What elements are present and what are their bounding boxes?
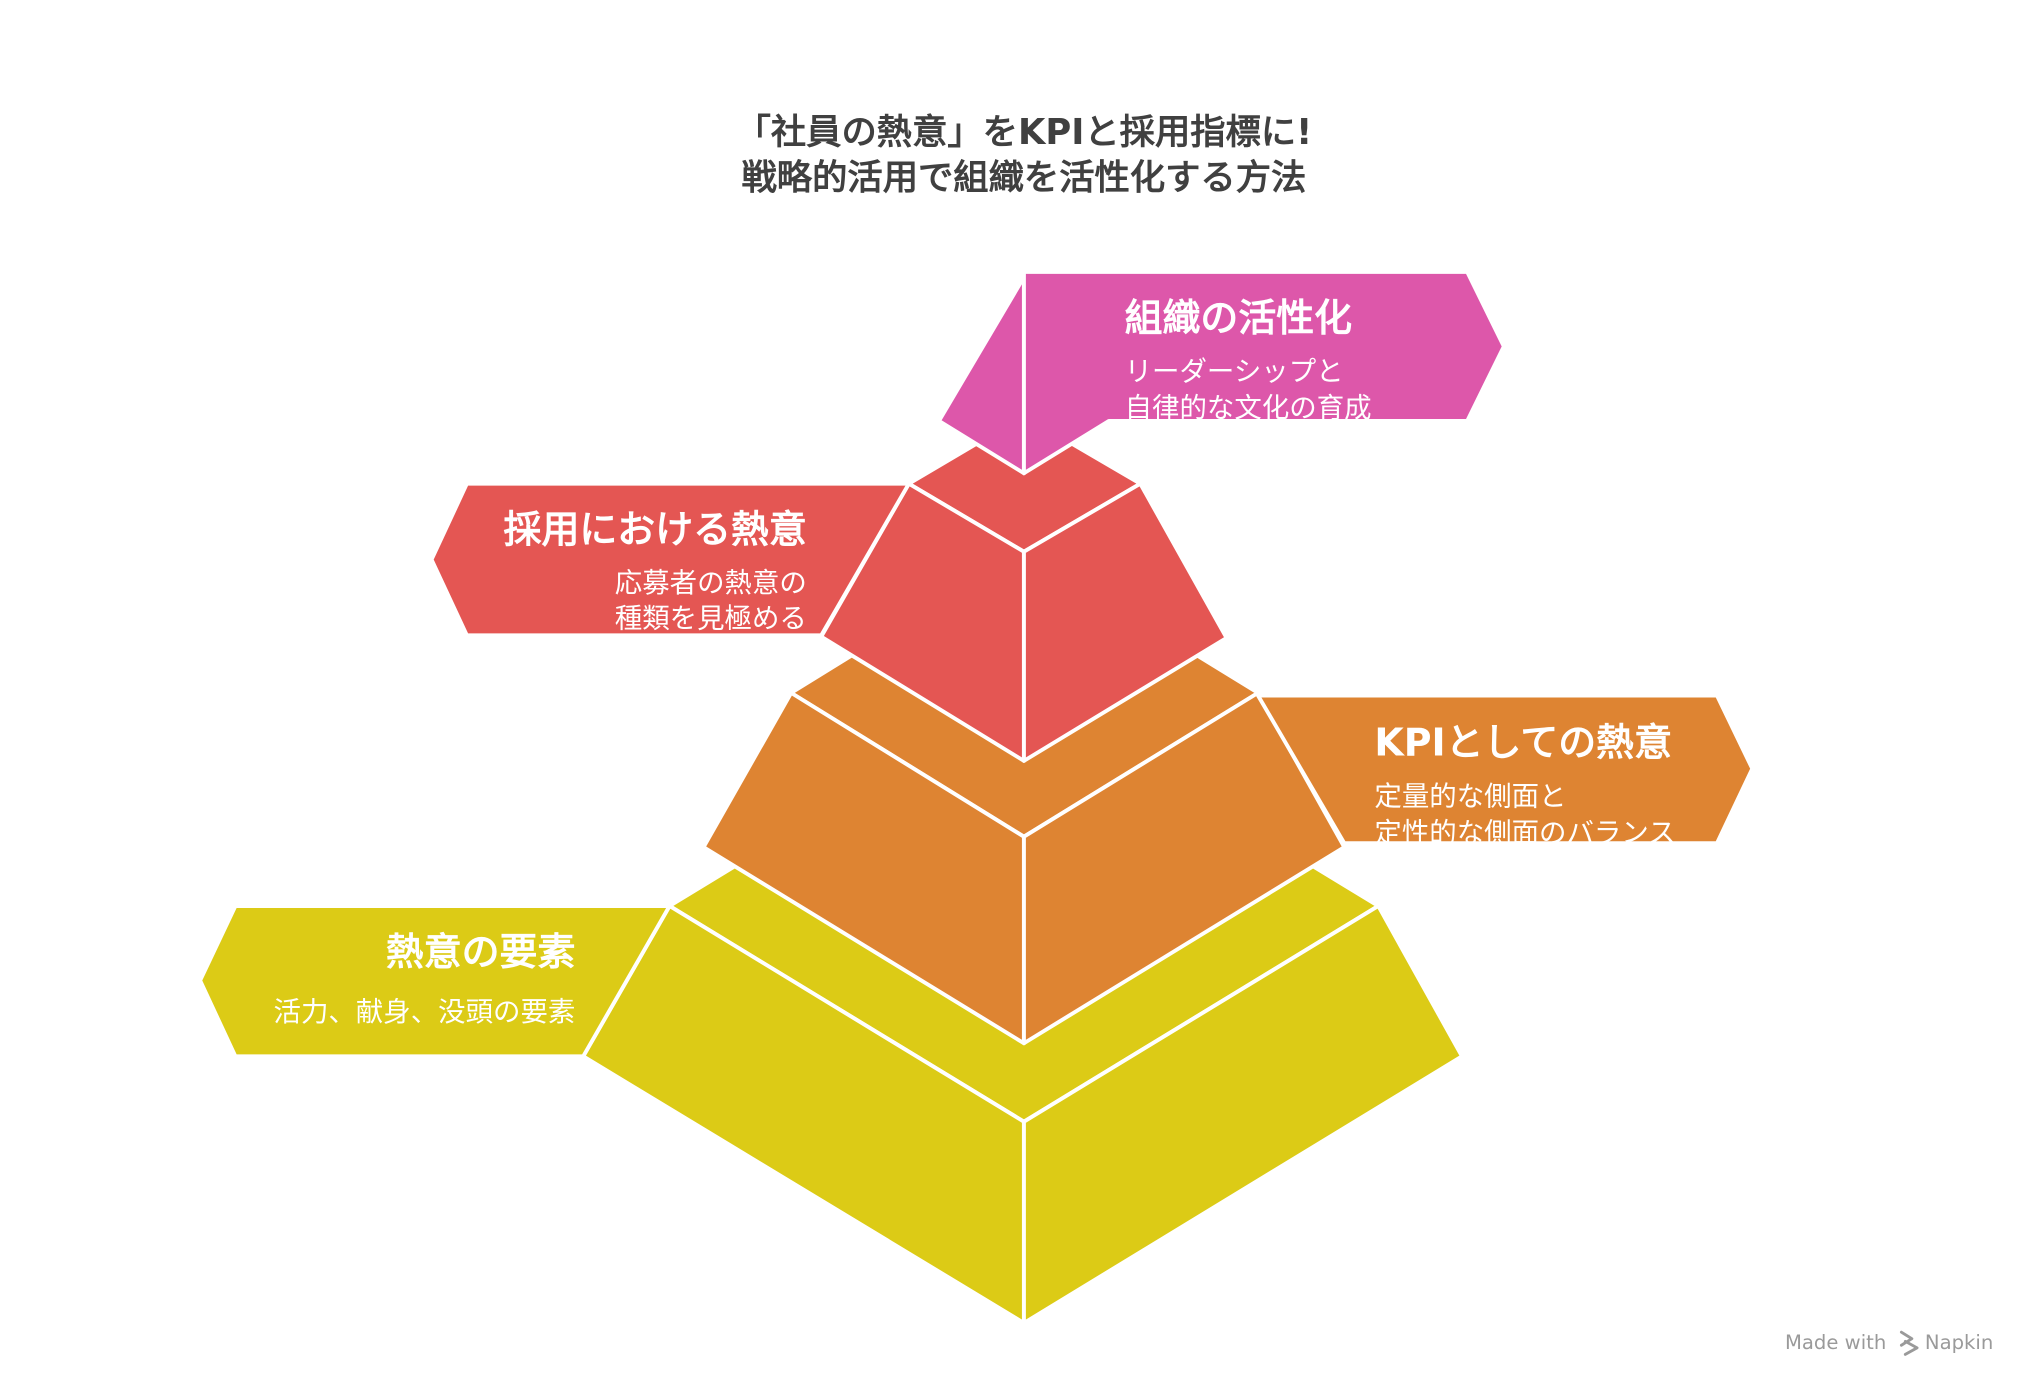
layer-2-label-banner [429, 481, 911, 638]
napkin-logo-icon [1899, 1330, 1919, 1356]
title-line-2: 戦略的活用で組織を活性化する方法 [742, 158, 1307, 199]
layer-2-title: 採用における熱意 [504, 508, 807, 552]
napkin-logo-mark [1899, 1330, 1919, 1356]
made-with-napkin-watermark[interactable]: Made with Napkin [1785, 1330, 1993, 1356]
layer-1-description-line-2: 自律的な文化の育成 [1125, 393, 1372, 424]
layer-1-left-face [936, 275, 1026, 476]
layer-organization-activation: 組織の活性化 リーダーシップと 自律的な文化の育成 [936, 269, 1506, 476]
layer-4-right-face [1021, 904, 1464, 1325]
title-line-1: 「社員の熱意」をKPIと採用指標に! [736, 112, 1313, 153]
layer-2-right-face [1021, 481, 1229, 763]
layer-1-description-line-1: リーダーシップと [1125, 356, 1344, 387]
diagram-title: 「社員の熱意」をKPIと採用指標に! 戦略的活用で組織を活性化する方法 [736, 112, 1313, 199]
layer-3-description-line-2: 定性的な側面のバランス [1374, 818, 1675, 849]
layer-2-description-line-1: 応募者の熱意の [615, 568, 807, 599]
layer-3-label-banner [1256, 693, 1755, 846]
layer-recruiting-enthusiasm: 採用における熱意 応募者の熱意の 種類を見極める [429, 413, 1229, 763]
layer-4-label-banner [198, 904, 672, 1059]
layer-3-title: KPIとしての熱意 [1374, 721, 1672, 765]
layer-3-right-face [1021, 690, 1347, 1046]
watermark-prefix: Made with [1785, 1331, 1886, 1354]
watermark-brand: Napkin [1925, 1331, 1993, 1354]
layer-1-title: 組織の活性化 [1125, 296, 1353, 340]
layer-4-description-line-1: 活力、献身、没頭の要素 [274, 997, 576, 1028]
layer-1-right-face-and-banner [1021, 269, 1506, 476]
layer-2-description-line-2: 種類を見極める [615, 604, 807, 635]
layer-3-description-line-1: 定量的な側面と [1374, 781, 1566, 812]
layer-4-title: 熱意の要素 [386, 930, 576, 974]
